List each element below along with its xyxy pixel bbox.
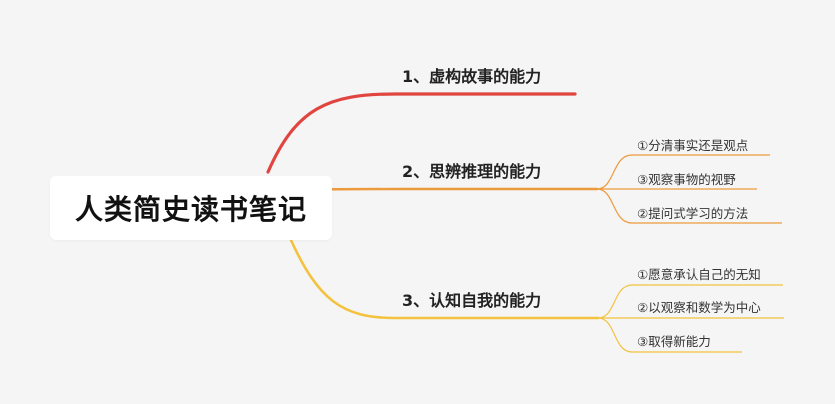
root-node[interactable]: 人类简史读书笔记 — [50, 176, 332, 240]
leaf-3-3-connector — [597, 317, 742, 353]
leaf-2-1-label[interactable]: ①分清事实还是观点 — [637, 138, 749, 153]
branch-1-label[interactable]: 1、虚构故事的能力 — [402, 67, 542, 86]
leaf-3-1-connector — [597, 284, 783, 319]
leaf-2-1-connector — [596, 154, 770, 190]
branch-1-connector — [266, 92, 577, 174]
leaf-3-1-label[interactable]: ①愿意承认自己的无知 — [637, 267, 761, 282]
leaf-2-3-connector — [596, 188, 782, 224]
leaf-3-3-label[interactable]: ③取得新能力 — [637, 334, 711, 349]
branch-2-connector — [298, 187, 599, 192]
leaf-2-2-label[interactable]: ③观察事物的视野 — [637, 172, 736, 187]
leaf-3-2-label[interactable]: ②以观察和数学为中心 — [637, 300, 761, 315]
branch-3-label[interactable]: 3、认知自我的能力 — [402, 291, 542, 310]
leaf-2-3-label[interactable]: ②提问式学习的方法 — [637, 206, 749, 221]
branch-3-connector — [288, 236, 600, 320]
root-title: 人类简史读书笔记 — [74, 193, 307, 226]
branch-2-label[interactable]: 2、思辨推理的能力 — [402, 162, 542, 181]
